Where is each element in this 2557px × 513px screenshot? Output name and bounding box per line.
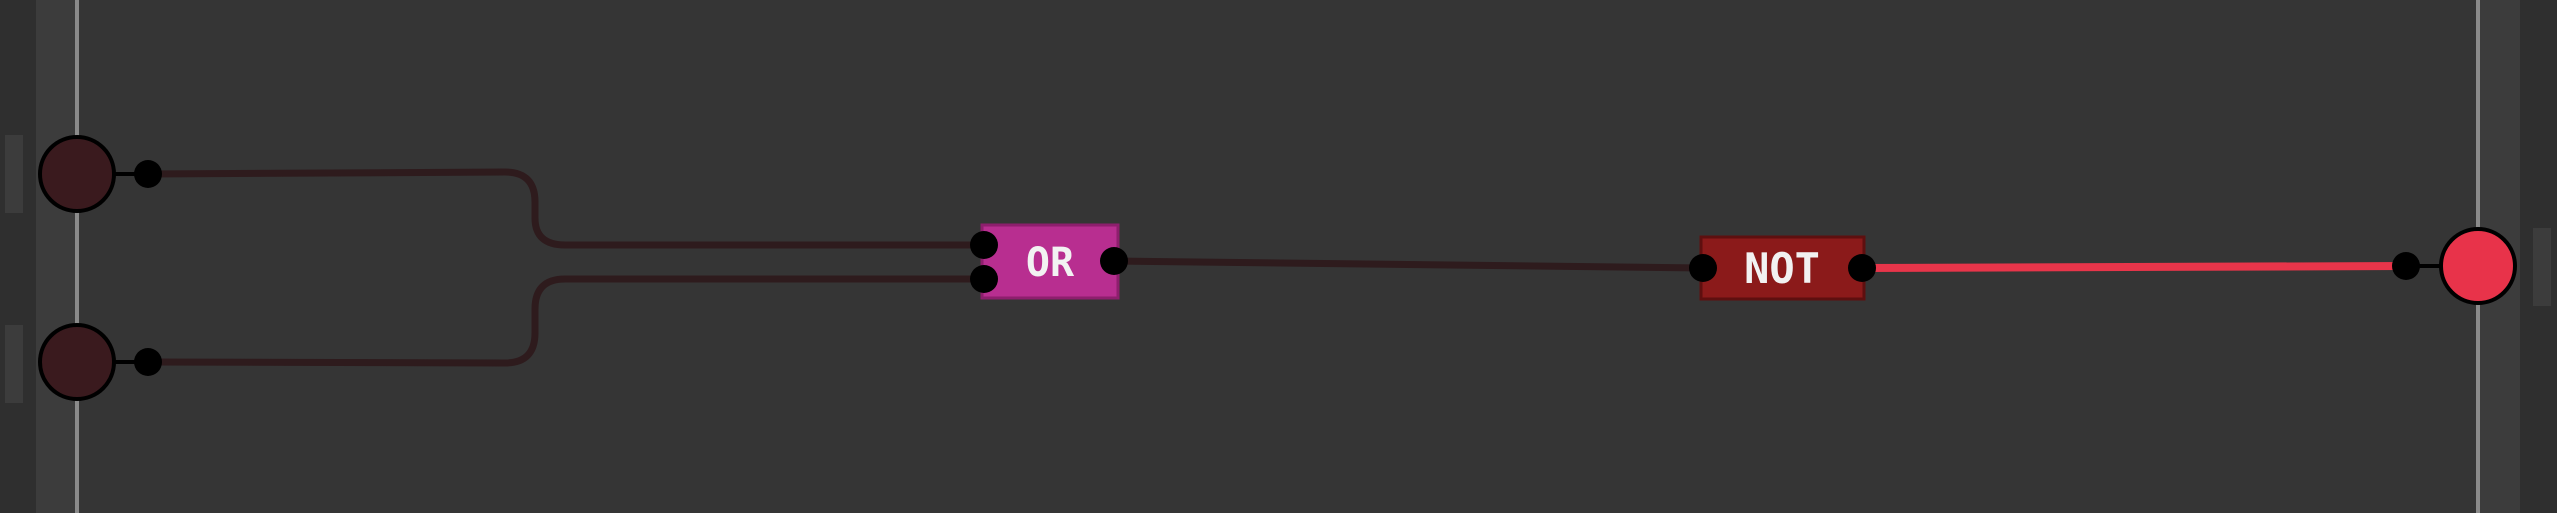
not-gate-body[interactable] — [1699, 235, 1866, 301]
output-handle[interactable] — [2533, 228, 2551, 306]
wire-or-to-not[interactable] — [1113, 257, 1704, 272]
wire-input-a-to-or[interactable] — [147, 168, 984, 249]
output-pin[interactable] — [2392, 252, 2420, 280]
or-gate[interactable]: OR — [970, 223, 1128, 300]
or-gate-output-pin[interactable] — [1100, 247, 1128, 275]
not-gate[interactable]: NOT — [1689, 235, 1876, 301]
or-gate-body[interactable] — [980, 223, 1120, 300]
input-b-handle[interactable] — [5, 325, 23, 403]
input-a-pin[interactable] — [134, 160, 162, 188]
not-gate-input-pin[interactable] — [1689, 254, 1717, 282]
input-b-node[interactable] — [38, 323, 116, 401]
not-gate-output-pin[interactable] — [1848, 254, 1876, 282]
input-a-node[interactable] — [38, 135, 116, 213]
or-gate-input-pin-1[interactable] — [970, 231, 998, 259]
input-a-handle[interactable] — [5, 135, 23, 213]
input-b-pin[interactable] — [134, 348, 162, 376]
wire-input-b-to-or[interactable] — [147, 275, 984, 367]
left-rail — [0, 0, 36, 513]
not-gate-label: NOT — [1744, 244, 1820, 293]
or-gate-label: OR — [1026, 240, 1075, 286]
left-rail-strip — [36, 0, 78, 513]
or-gate-input-pin-2[interactable] — [970, 265, 998, 293]
output-node[interactable] — [2439, 227, 2517, 305]
wire-not-to-output[interactable] — [1861, 262, 2407, 272]
